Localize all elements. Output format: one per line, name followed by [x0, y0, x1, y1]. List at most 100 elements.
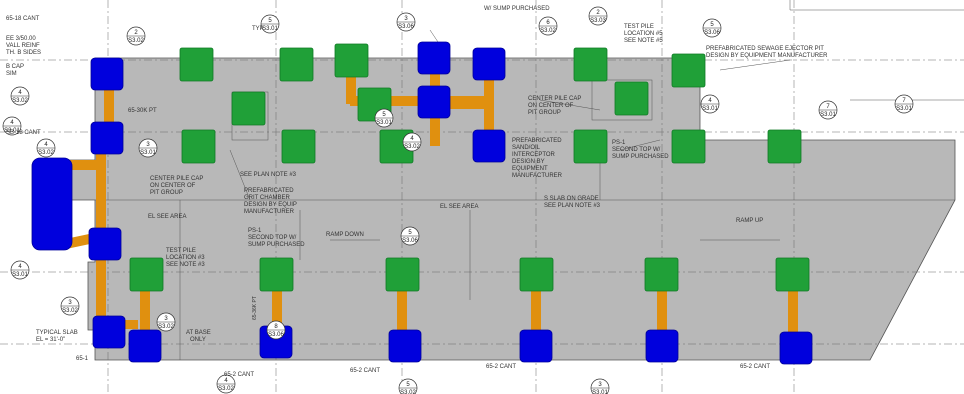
label-sump-mid-1: PS-1 [248, 228, 262, 234]
label-el-area-left: EL SEE AREA [148, 214, 186, 220]
pile-cap [644, 257, 679, 292]
pile-cap [614, 81, 649, 116]
label-pile-a: 65-30K PT [128, 108, 157, 114]
pile-cap [573, 47, 608, 82]
section-bubble: 5S3.01 [260, 14, 280, 34]
label-center-pile-cap-b3: PIT GROUP [150, 190, 183, 196]
section-bubble: 5S3.01 [374, 108, 394, 128]
section-bubble-sheet: S3.02 [404, 144, 420, 150]
label-test-pile-low-2: LOCATION #3 [166, 255, 205, 261]
label-center-pile-cap-1: CENTER PILE CAP [528, 96, 581, 102]
column [779, 331, 813, 365]
section-bubble-sheet: S3.01 [820, 112, 836, 118]
section-bubble-number: 5 [406, 382, 410, 388]
pile-caps [129, 43, 810, 292]
section-bubble: 2S3.03 [588, 6, 608, 26]
section-bubble-number: 4 [18, 90, 22, 96]
label-sump-right-3: SUMP PURCHASED [612, 154, 669, 160]
label-center-pile-cap-3: PIT GROUP [528, 110, 561, 116]
pile-cap [671, 129, 706, 164]
column [472, 47, 506, 81]
label-sand-6: MANUFACTURER [512, 173, 563, 179]
section-bubble-sheet: S3.06 [704, 30, 720, 36]
beam [104, 76, 114, 136]
section-bubble: 4S3.02 [402, 132, 422, 152]
beam [531, 276, 541, 342]
section-bubble-number: 3 [598, 382, 602, 388]
section-bubble-number: 3 [404, 16, 408, 22]
label-col-3: 65-2 CANT [486, 364, 516, 370]
label-center-pile-cap-b1: CENTER PILE CAP [150, 176, 203, 182]
section-bubble-number: 2 [134, 30, 138, 36]
label-grit-1: PREFABRICATED [244, 188, 294, 194]
label-sand-1: PREFABRICATED [512, 138, 562, 144]
section-bubble-number: 6 [546, 20, 550, 26]
label-sump-right-2: SECOND TOP W/ [612, 147, 661, 153]
label-sump-mid-3: SUMP PURCHASED [248, 242, 305, 248]
label-test-pile-top: TEST PILE [624, 24, 654, 30]
label-grit-2: GRIT CHAMBER [244, 195, 291, 201]
label-sand-3: INTERCEPTOR [512, 152, 556, 158]
label-col-4: 65-2 CANT [740, 364, 770, 370]
label-top-left-6: SIM [6, 71, 17, 77]
section-bubble-sheet: S3.01 [262, 26, 278, 32]
section-bubble: 4S3.01 [700, 94, 720, 114]
beam [60, 160, 100, 170]
label-center-pile-cap-2: ON CENTER OF [528, 103, 574, 109]
section-bubble-sheet: S3.02 [540, 28, 556, 34]
label-top-left-2: EE 3/50.00 [6, 36, 36, 42]
column [417, 85, 451, 119]
beam [788, 276, 798, 342]
section-bubble-sheet: S3.01 [702, 106, 718, 112]
pile-cap [181, 129, 216, 164]
section-bubble-sheet: S3.01 [140, 150, 156, 156]
label-test-pile-low-3: SEE NOTE #3 [166, 262, 205, 268]
pile-cap [129, 257, 164, 292]
label-typ: TYP [252, 26, 264, 32]
beam [96, 244, 106, 334]
section-bubble-number: 8 [274, 324, 278, 330]
column [388, 329, 422, 363]
column [90, 121, 124, 155]
label-see-note-top: SEE NOTE #5 [624, 38, 663, 44]
label-col-1: 65-2 CANT [224, 372, 254, 378]
section-bubble-sheet: S3.06 [398, 24, 414, 30]
pile-cap [385, 257, 420, 292]
section-bubble: 2S3.02 [126, 26, 146, 46]
section-bubble: 4S3.02 [10, 86, 30, 106]
label-pump-2: DESIGN BY EQUIPMENT MANUFACTURER [706, 53, 828, 59]
pile-cap [231, 91, 266, 126]
label-pile-long: 65-36K PT [252, 296, 258, 320]
section-bubble-number: 3 [164, 316, 168, 322]
section-bubble-sheet: S3.01 [4, 128, 20, 134]
label-grit-4: MANUFACTURER [244, 209, 295, 215]
section-bubble-sheet: S3.02 [128, 38, 144, 44]
label-mark-b: 65-1 [76, 356, 89, 362]
label-sand-2: SAND/OIL [512, 145, 541, 151]
section-bubble: 4S3.01 [2, 116, 22, 136]
column [88, 227, 122, 261]
beam [140, 276, 150, 336]
beam [272, 276, 282, 342]
pile-cap [519, 257, 554, 292]
section-bubble: 4S3.02 [36, 138, 56, 158]
column [128, 329, 162, 363]
label-grit-3: DESIGN BY EQUIP [244, 202, 297, 208]
label-slab-on-grade-2: SEE PLAN NOTE #3 [544, 203, 601, 209]
label-sump-top: W/ SUMP PURCHASED [484, 6, 550, 12]
section-bubble: 4S3.02 [216, 374, 236, 394]
pile-cap [259, 257, 294, 292]
section-bubble: 5S3.02 [398, 378, 418, 394]
section-bubble: 3S3.01 [138, 138, 158, 158]
section-bubble-number: 7 [902, 98, 906, 104]
label-top-left-5: B CAP [6, 64, 24, 70]
label-test-pile-loc-top: LOCATION #5 [624, 31, 663, 37]
label-typical-slab-2: EL = 31'-0" [36, 337, 65, 343]
section-bubble-sheet: S3.02 [218, 386, 234, 392]
section-bubble-number: 4 [10, 120, 14, 126]
section-bubble: 7S3.01 [894, 94, 914, 114]
section-bubble-number: 2 [596, 10, 600, 16]
pile-cap [281, 129, 316, 164]
label-slab-on-grade-1: S SLAB ON GRADE [544, 196, 599, 202]
section-bubble: 5S3.06 [702, 18, 722, 38]
